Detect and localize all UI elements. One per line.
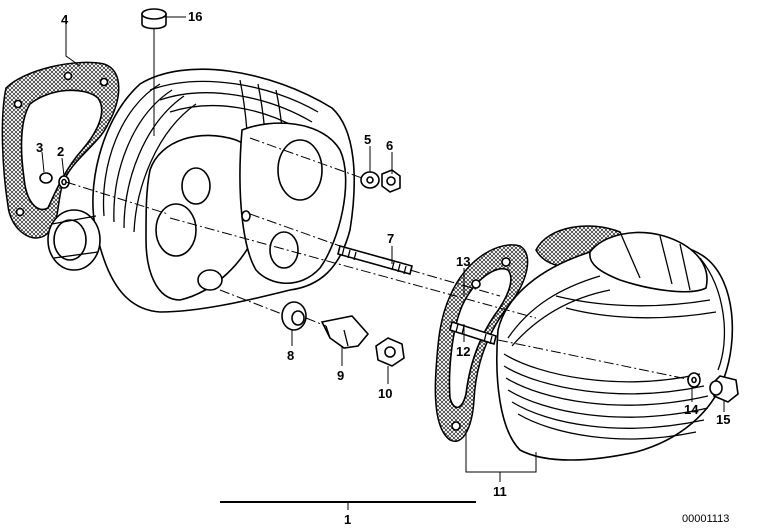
washer-2-and-nut-3 — [39, 172, 70, 189]
stud-12 — [449, 320, 497, 346]
cylinder-head — [47, 68, 356, 313]
label-8: 8 — [287, 348, 294, 363]
label-1: 1 — [344, 512, 351, 527]
washer-5-and-nut-6 — [360, 169, 401, 193]
label-14: 14 — [684, 402, 699, 417]
assembly-axis-lines — [65, 28, 693, 381]
label-16: 16 — [188, 9, 202, 24]
leader-lines — [41, 16, 725, 510]
stud-7 — [337, 245, 413, 275]
label-11: 11 — [493, 484, 507, 499]
label-7: 7 — [387, 231, 394, 246]
label-15: 15 — [716, 412, 730, 427]
label-2: 2 — [57, 144, 64, 159]
washer-14-and-plug-15 — [687, 372, 739, 403]
bracket-9 — [320, 315, 370, 349]
part-labels: 4 16 3 2 5 6 7 13 12 8 9 10 14 15 11 1 0… — [36, 9, 730, 527]
washer-8 — [281, 301, 307, 331]
cap-16 — [141, 8, 167, 30]
label-13: 13 — [456, 254, 470, 269]
label-4: 4 — [61, 12, 69, 27]
nut-10 — [375, 337, 405, 367]
label-12: 12 — [456, 344, 470, 359]
figure-code: 00001113 — [682, 513, 729, 525]
valve-cover-11 — [496, 225, 734, 461]
label-9: 9 — [337, 368, 344, 383]
label-3: 3 — [36, 140, 43, 155]
label-10: 10 — [378, 386, 392, 401]
label-6: 6 — [386, 138, 393, 153]
label-5: 5 — [364, 132, 371, 147]
